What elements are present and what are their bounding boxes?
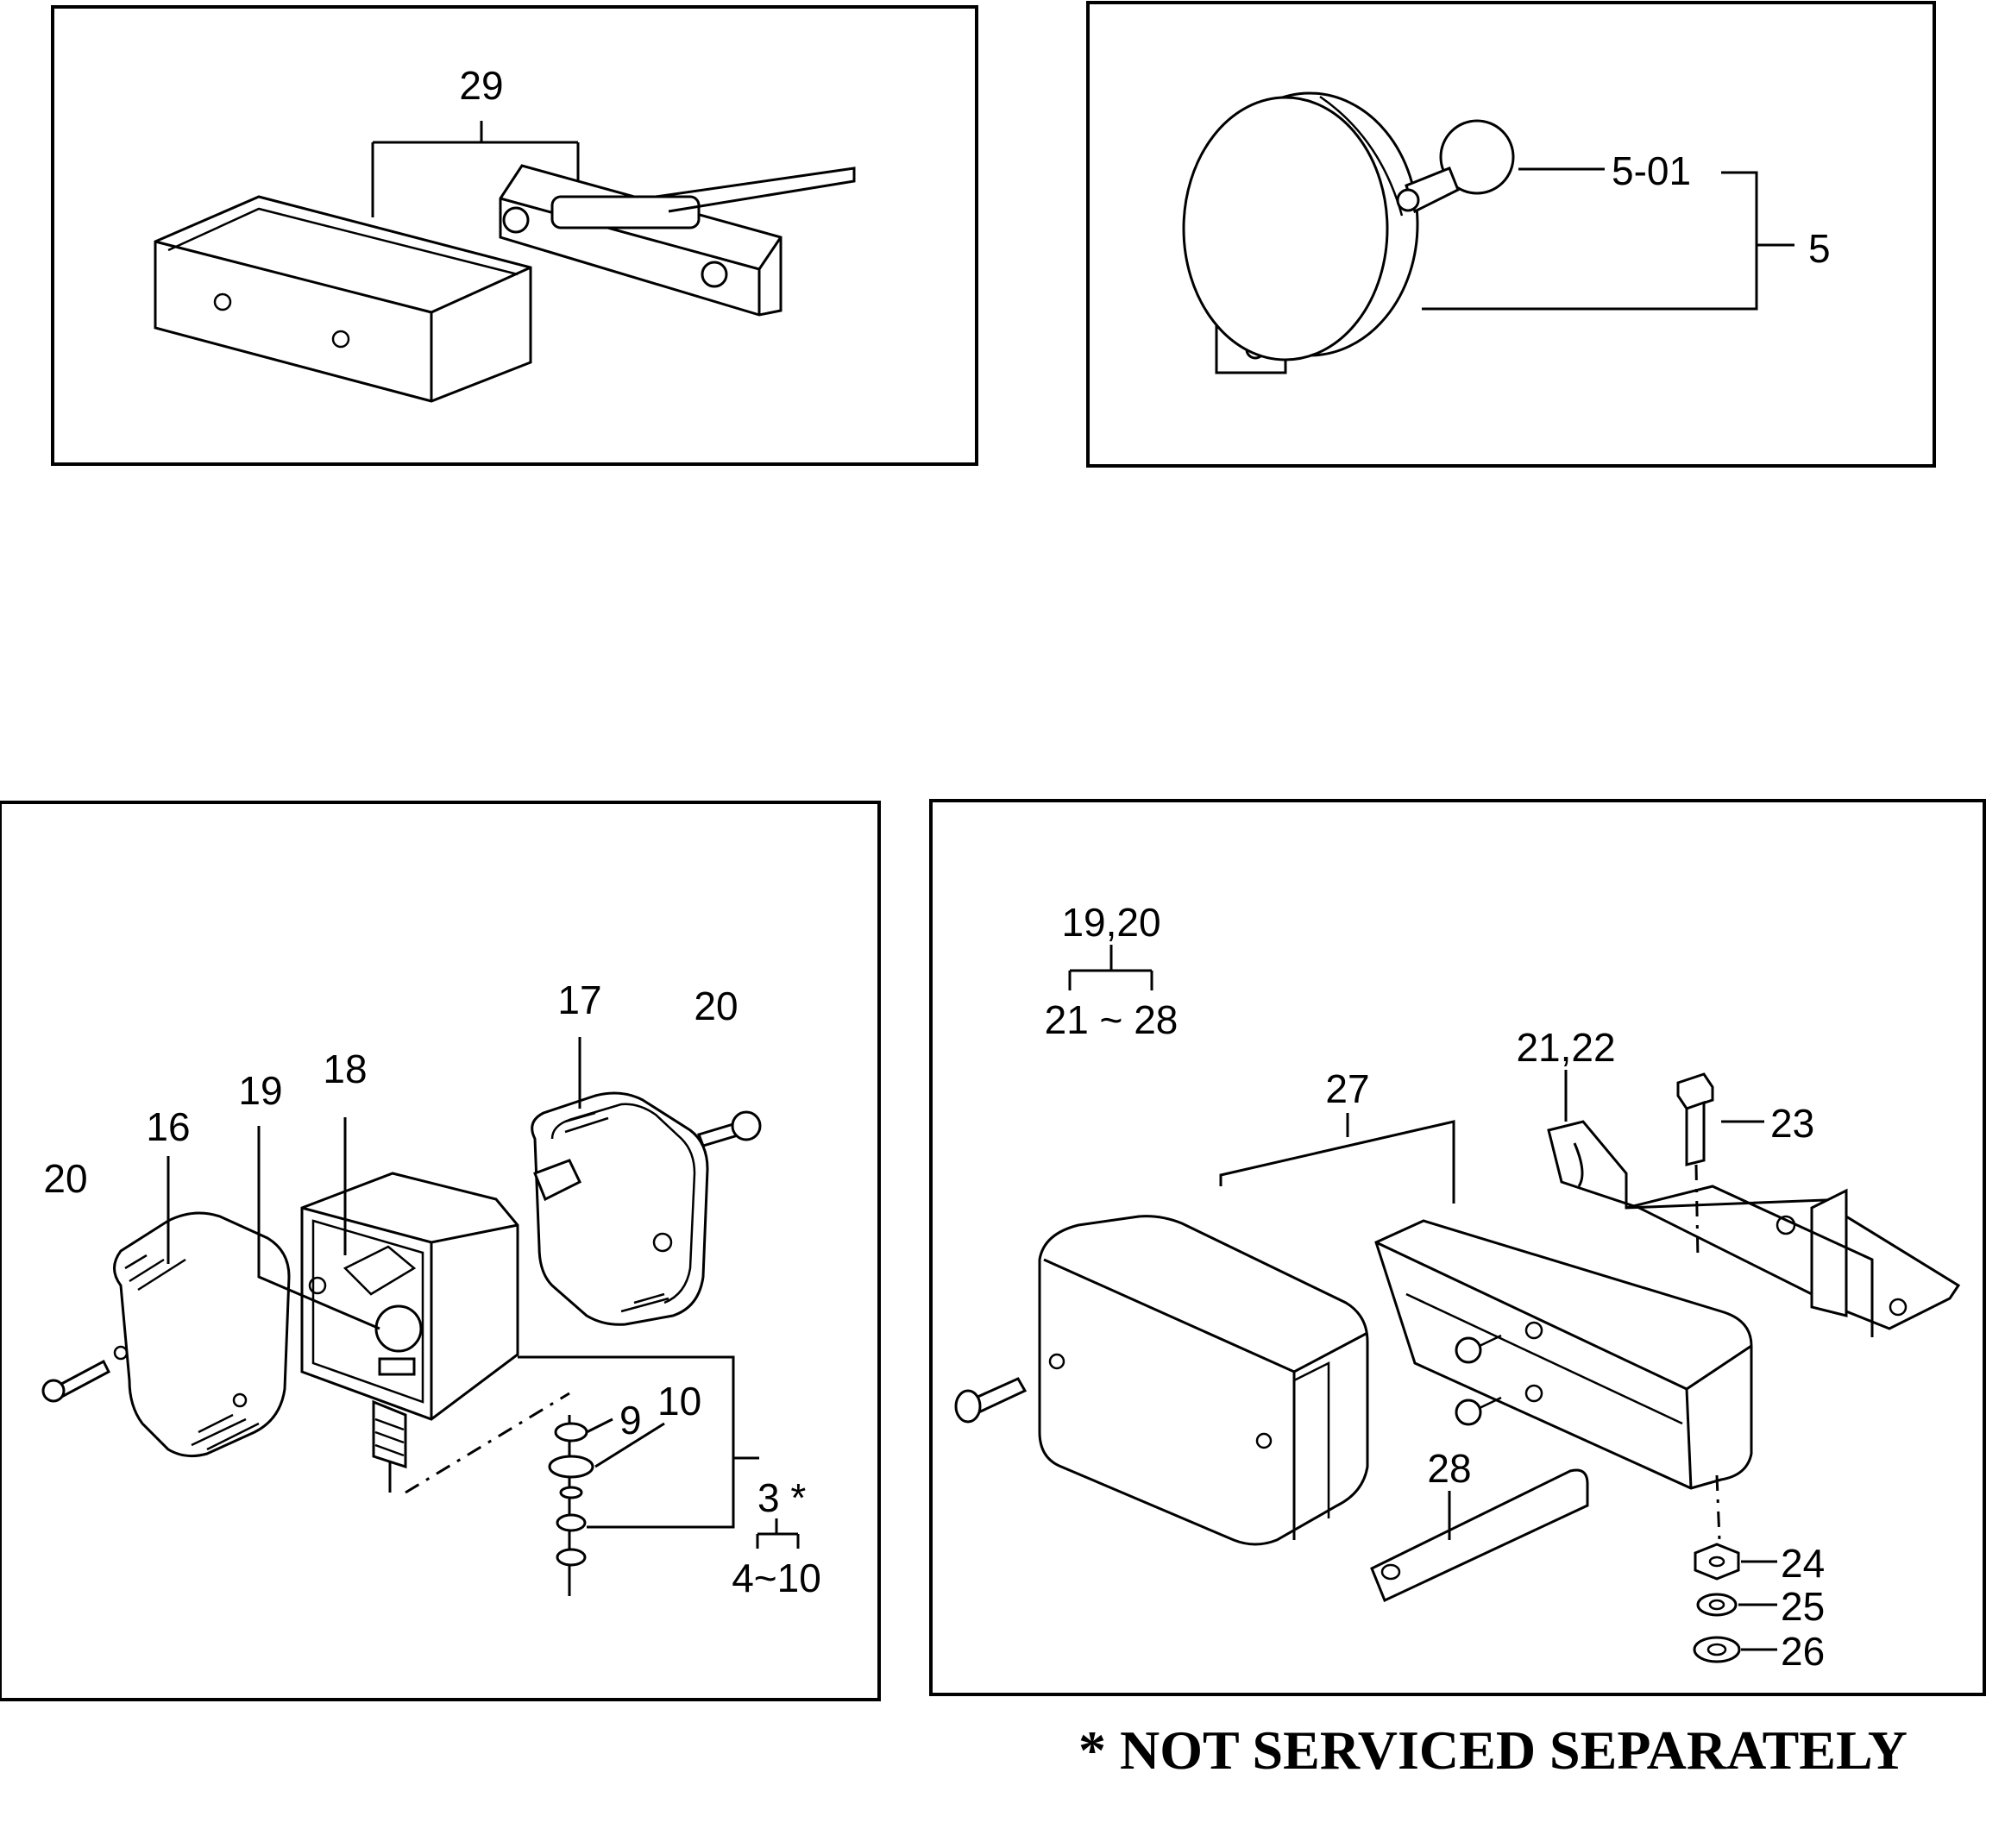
bolt-23 [1676, 1072, 1721, 1541]
rod-28 [1370, 1468, 1589, 1603]
lamp-housing-29 [154, 195, 532, 403]
panel-bottom-right: 19,20 21 ~ 28 27 21,22 23 28 24 25 26 [929, 799, 1986, 1696]
label-17: 17 [557, 977, 601, 1022]
leader-4-10 [756, 1518, 800, 1549]
round-lamp-5 [1182, 91, 1419, 374]
leader-19 [257, 1126, 380, 1330]
label-23: 23 [1770, 1101, 1814, 1146]
label-20-left: 20 [43, 1156, 87, 1201]
leader-19-20 [1068, 945, 1153, 990]
bulb-bracket-29 [499, 164, 856, 317]
lens-16 [113, 1211, 291, 1458]
label-21-22: 21,22 [1516, 1025, 1615, 1070]
hardware-24-25-26 [1693, 1543, 1741, 1663]
lamp-front-27 [1038, 1215, 1369, 1546]
panel-top-right: 5-01 5 [1086, 1, 1936, 468]
label-25: 25 [1781, 1584, 1825, 1629]
label-4-10: 4~10 [732, 1556, 821, 1600]
label-21-28: 21 ~ 28 [1045, 997, 1178, 1042]
label-9: 9 [619, 1398, 642, 1443]
leader-10 [594, 1422, 665, 1468]
bracket-21-22 [1547, 1120, 1961, 1337]
label-18: 18 [323, 1047, 367, 1091]
lens-17 [531, 1091, 709, 1326]
label-27: 27 [1325, 1066, 1369, 1111]
label-10: 10 [657, 1379, 701, 1424]
label-5-01: 5-01 [1612, 148, 1691, 193]
housing-18 [300, 1172, 519, 1493]
label-3: 3 * [757, 1475, 806, 1520]
label-19: 19 [238, 1068, 282, 1113]
lamp-rear-27 [1374, 1219, 1753, 1490]
leader-29 [371, 121, 580, 217]
screw-20-left [41, 1359, 110, 1403]
label-19-20: 19,20 [1061, 900, 1160, 945]
label-5: 5 [1808, 226, 1831, 271]
screw-front [954, 1377, 1028, 1424]
leader-5 [1422, 167, 1794, 311]
hardware-stack-9-10 [548, 1415, 594, 1596]
footnote-not-serviced: * NOT SERVICED SEPARATELY [1078, 1719, 1908, 1781]
label-26: 26 [1781, 1629, 1825, 1674]
leader-3 [518, 1355, 759, 1529]
label-28: 28 [1427, 1446, 1471, 1491]
label-29: 29 [459, 63, 503, 108]
screw-20-right [697, 1110, 762, 1147]
bulb-5-01 [1396, 119, 1515, 214]
label-20-right: 20 [694, 984, 738, 1028]
leader-9 [586, 1417, 613, 1434]
label-24: 24 [1781, 1541, 1825, 1586]
panel-top-left: 29 [51, 5, 978, 466]
label-16: 16 [146, 1104, 190, 1149]
panel-bottom-left: 20 16 19 18 17 20 9 10 3 * 4~10 [0, 801, 881, 1701]
assembly-line-stud [405, 1392, 570, 1494]
leader-27 [1219, 1113, 1455, 1204]
